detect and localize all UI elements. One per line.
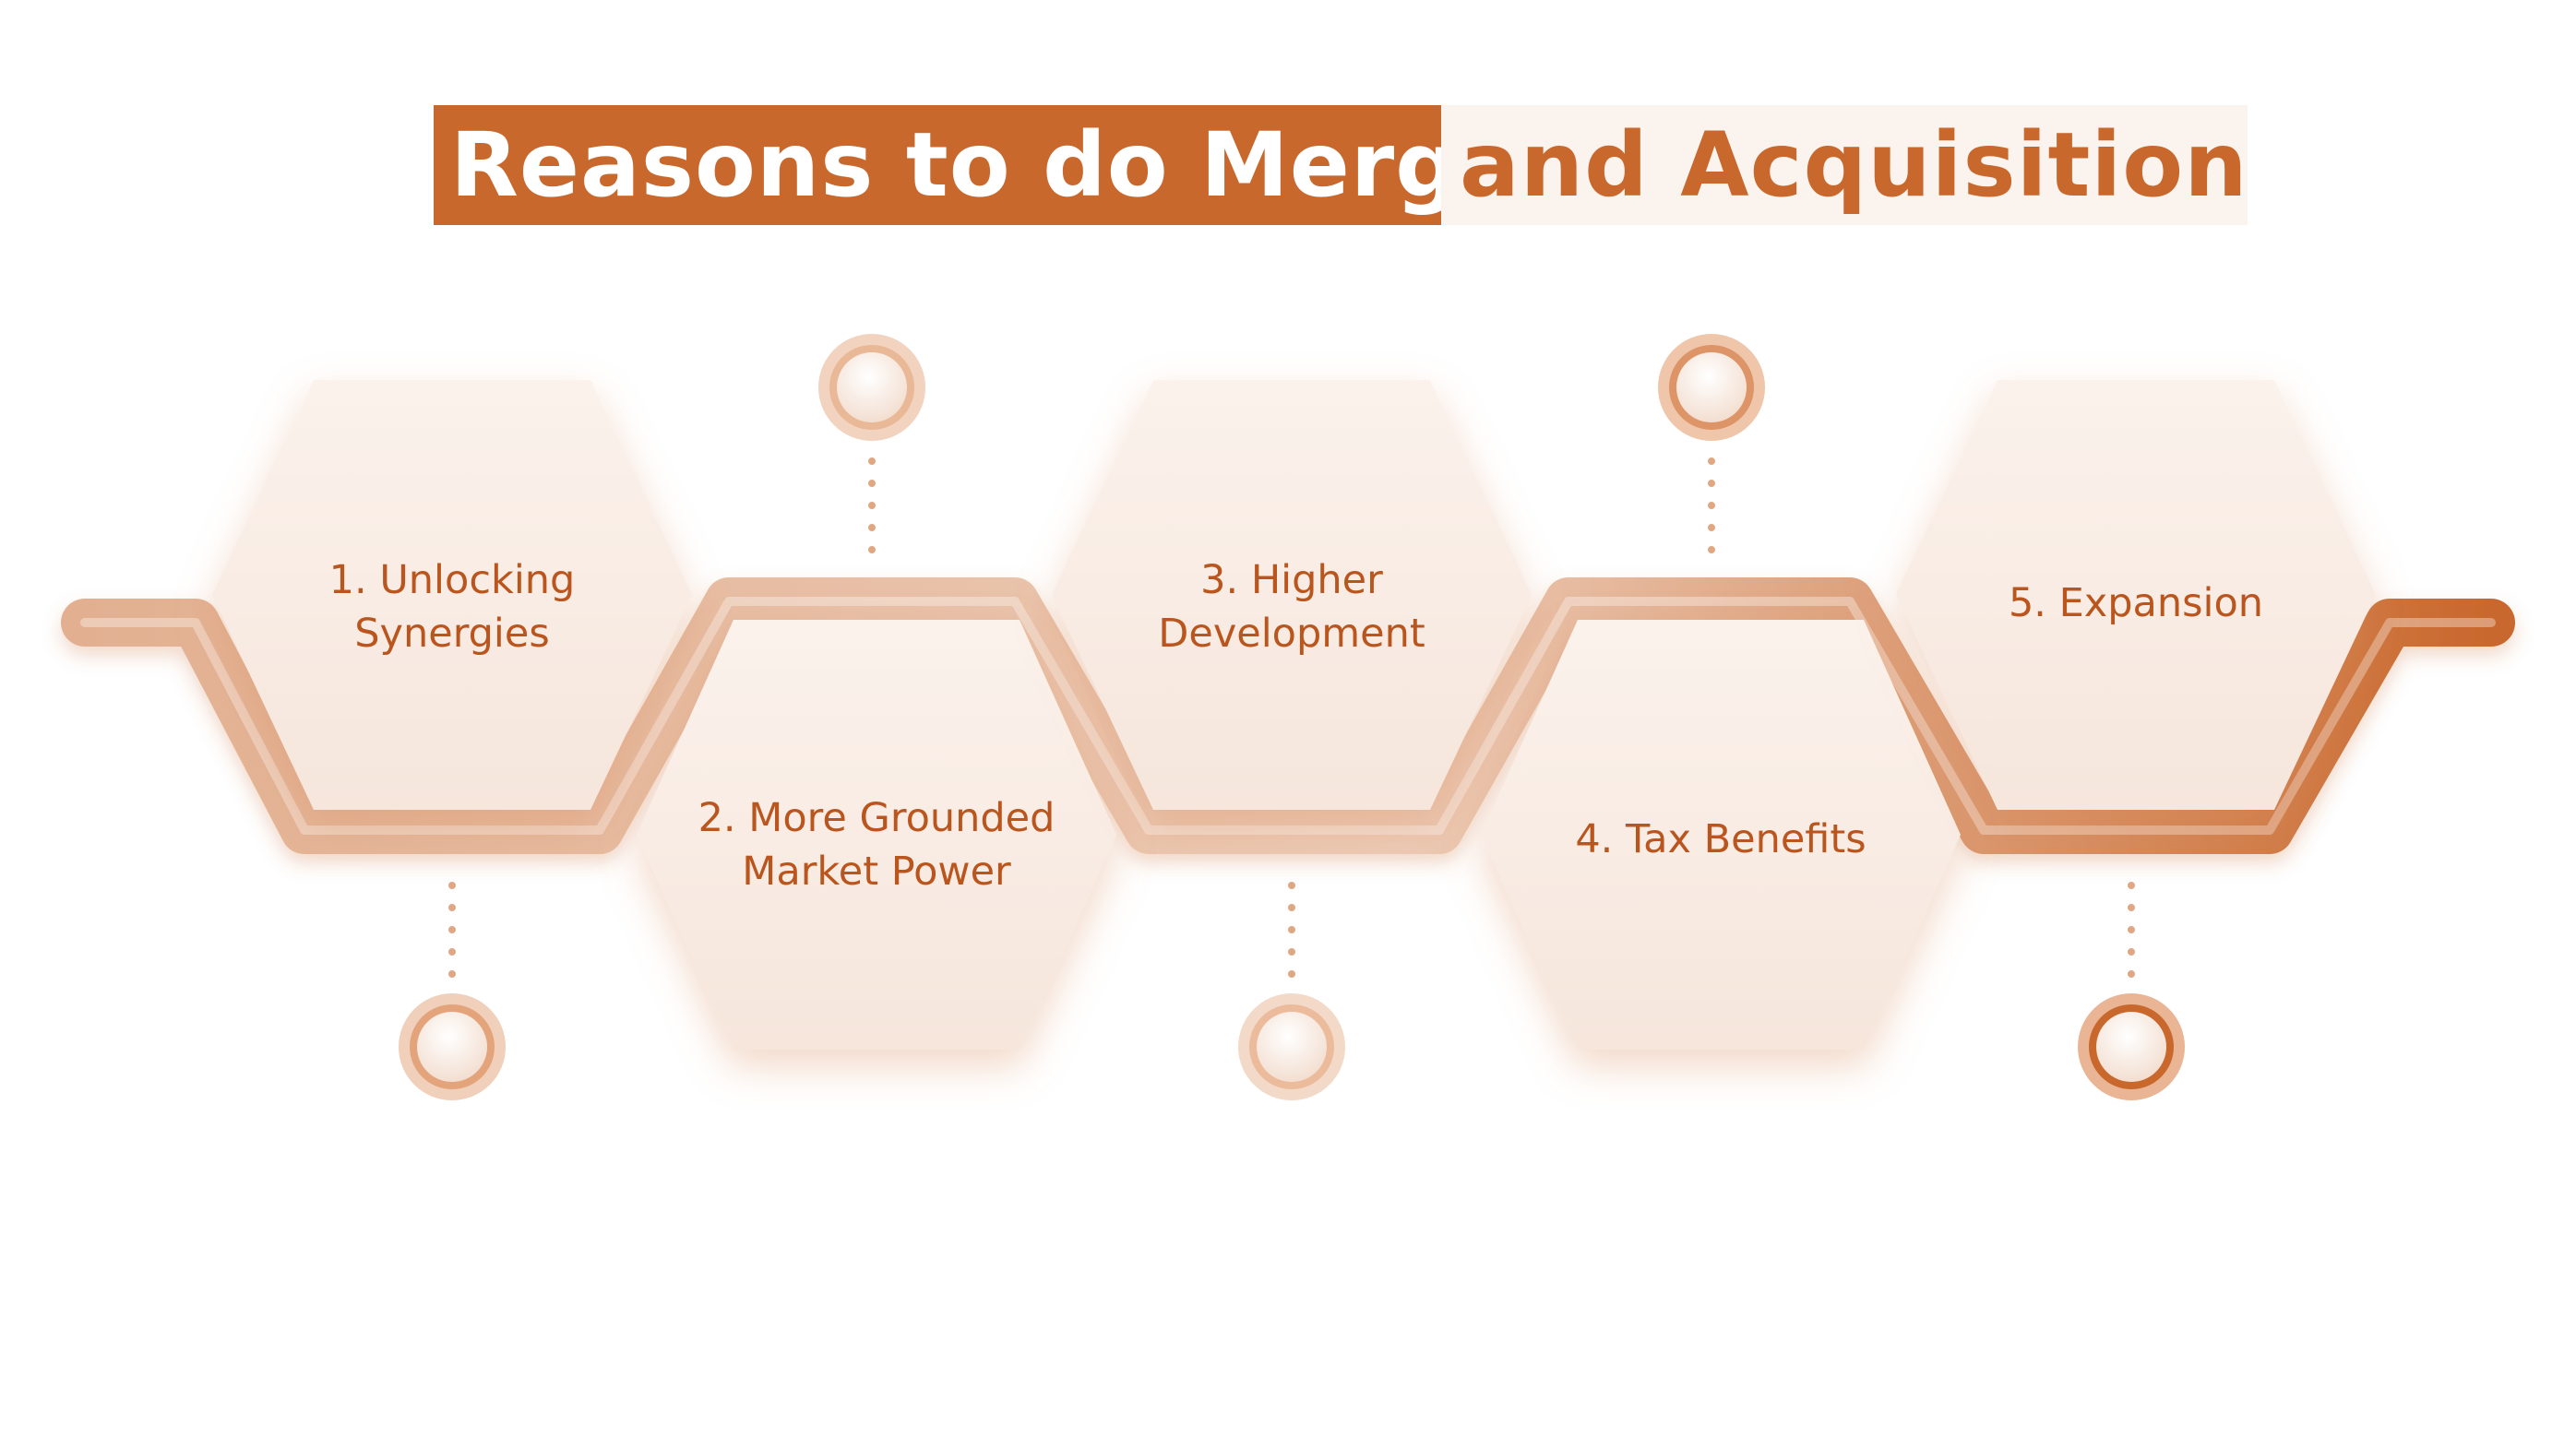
zigzag-band (61, 577, 2515, 854)
title-rest: and Acquisition (1441, 105, 2248, 225)
title-highlight: Reasons to do Merger (434, 105, 1441, 225)
circle-marker-top-2 (818, 334, 925, 441)
hexagon-step-4 (1481, 620, 1961, 1050)
circle-marker-bottom-5 (2078, 993, 2185, 1100)
hexagon-step-3 (1052, 380, 1532, 810)
hexagon-step-5 (1896, 380, 2376, 810)
step-label-5: 5. Expansion (2008, 580, 2264, 626)
circle-marker-bottom-3 (1238, 993, 1345, 1100)
zigzag-band-highlight (80, 597, 2496, 835)
step-label-4: 4. Tax Benefits (1575, 816, 1866, 862)
step-label-2: 2. More Grounded Market Power (698, 795, 1055, 895)
circle-marker-top-4 (1658, 334, 1765, 441)
step-label-3: 3. Higher Development (1158, 557, 1425, 657)
connector-dots (448, 457, 2135, 978)
step-label-1: 1. Unlocking Synergies (328, 557, 576, 657)
hexagon-step-1 (212, 380, 692, 810)
hexagon-step-2 (637, 620, 1116, 1050)
circle-marker-bottom-1 (399, 993, 506, 1100)
diagram-title: Reasons to do Merger and Acquisition (434, 105, 2248, 225)
